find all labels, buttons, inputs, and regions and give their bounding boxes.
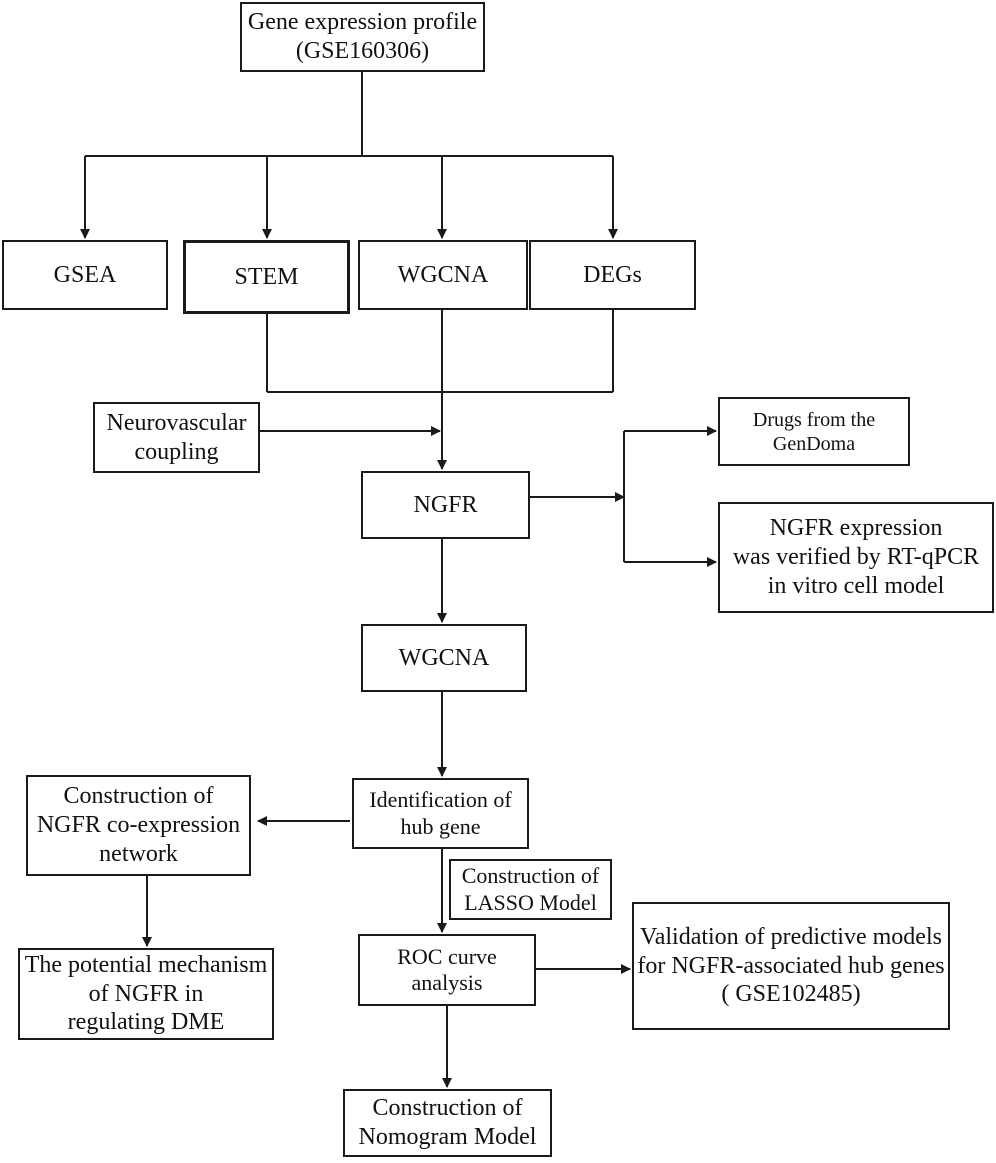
wgcna-mid-box: WGCNA [361,624,527,692]
wgcna-mid-label-line-1: WGCNA [398,644,490,671]
coexpression-network-label-line-2: NGFR co-expression [36,812,241,839]
ngfr-expression-label-line-3: in vitro cell model [767,572,945,599]
ngfr-expression-label-line-1: NGFR expression [769,515,943,542]
roc-curve-label-line-1: ROC curve [397,943,497,969]
validation-models-label-line-3: ( GSE102485) [721,981,861,1008]
validation-models-label-line-1: Validation of predictive models [640,923,942,950]
potential-mechanism-label-line-1: The potential mechanism [24,951,268,978]
potential-mechanism-label-line-2: of NGFR in [88,980,204,1007]
neurovascular-coupling-label-line-2: coupling [134,438,219,465]
drugs-gendoma-label-line-1: Drugs from the [752,408,876,431]
stem-box: STEM [183,240,350,314]
lasso-model-label-line-1: Construction of [461,863,600,889]
stem-label-line-1: STEM [234,263,299,290]
ngfr-box: NGFR [361,471,530,539]
neurovascular-coupling-label-line-1: Neurovascular [106,409,247,436]
gsea-label-line-1: GSEA [53,261,117,288]
drugs-gendoma-label-line-2: GenDoma [772,432,856,455]
nomogram-model-label-line-2: Nomogram Model [358,1124,537,1150]
coexpression-network-label-line-3: network [99,840,178,867]
degs-box: DEGs [529,240,696,310]
lasso-model-label-line-2: LASSO Model [464,889,597,915]
roc-curve-label-line-2: analysis [411,970,483,995]
gsea-box: GSEA [2,240,168,310]
coexpression-network-label-line-1: Construction of [63,783,214,810]
ngfr-expression-label-line-2: was verified by RT-qPCR [732,544,980,571]
wgcna-top-label-line-1: WGCNA [397,261,489,288]
nomogram-model-label-line-1: Construction of [372,1095,523,1122]
wgcna-top-box: WGCNA [358,240,528,310]
gene-expression-profile-box: Gene expression profile(GSE160306) [240,2,485,72]
gene-expression-profile-label-line-1: Gene expression profile [247,9,478,36]
identification-hub-gene-label-line-2: hub gene [400,813,481,839]
validation-models-label-line-2: for NGFR-associated hub genes [637,952,945,979]
gene-expression-profile-label-line-2: (GSE160306) [295,38,430,64]
identification-hub-gene-label-line-1: Identification of [369,787,512,813]
degs-label-line-1: DEGs [583,261,642,288]
potential-mechanism-label-line-3: regulating DME [67,1009,225,1036]
ngfr-label-line-1: NGFR [413,491,478,518]
